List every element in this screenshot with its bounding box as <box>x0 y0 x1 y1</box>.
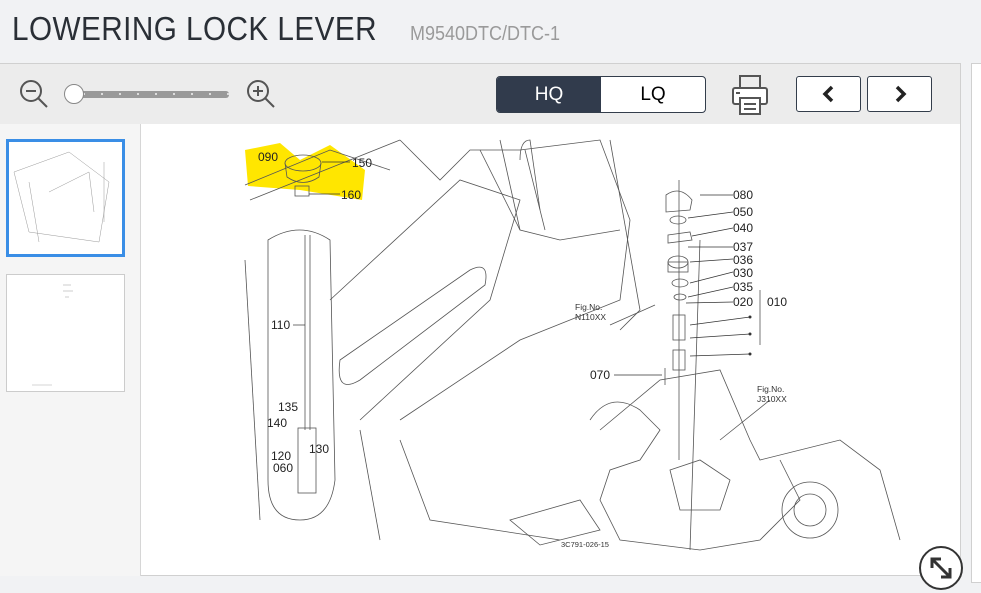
part-label-020[interactable]: 020 <box>733 295 753 309</box>
parts-diagram[interactable]: 090 150 160 110 135 140 130 120 060 070 … <box>141 124 961 576</box>
part-label-150[interactable]: 150 <box>352 156 372 170</box>
lq-button[interactable]: LQ <box>640 83 666 105</box>
fig-ref-label-1: Fig.No. <box>575 302 602 312</box>
part-label-140[interactable]: 140 <box>267 416 287 430</box>
chevron-right-icon <box>895 85 906 103</box>
part-label-037[interactable]: 037 <box>733 240 753 254</box>
right-panel <box>971 63 981 583</box>
hq-button[interactable]: HQ <box>497 77 601 112</box>
zoom-out-icon[interactable] <box>18 78 50 110</box>
part-label-090[interactable]: 090 <box>258 150 278 164</box>
part-label-070[interactable]: 070 <box>590 368 610 382</box>
quality-toggle: HQ LQ <box>496 76 706 113</box>
part-label-050[interactable]: 050 <box>733 205 753 219</box>
part-label-030[interactable]: 030 <box>733 266 753 280</box>
part-label-010[interactable]: 010 <box>767 295 787 309</box>
part-label-040[interactable]: 040 <box>733 221 753 235</box>
viewer-toolbar: HQ LQ <box>0 63 961 124</box>
part-label-080[interactable]: 080 <box>733 188 753 202</box>
part-label-160[interactable]: 160 <box>341 188 361 202</box>
page-title: LOWERING LOCK LEVER <box>12 10 378 47</box>
part-label-130[interactable]: 130 <box>309 442 329 456</box>
diagram-viewer[interactable]: 090 150 160 110 135 140 130 120 060 070 … <box>141 124 961 576</box>
page-header: LOWERING LOCK LEVER M9540DTC/DTC-1 <box>12 10 560 48</box>
zoom-slider-handle[interactable] <box>64 84 84 104</box>
fig-ref-label-2: Fig.No. <box>757 384 784 394</box>
thumbnail-page-1[interactable] <box>6 139 125 257</box>
fig-ref-number-1[interactable]: N110XX <box>575 312 606 322</box>
expand-arrows-icon <box>930 557 952 579</box>
prev-page-button[interactable] <box>796 76 861 112</box>
fig-ref-number-2[interactable]: J310XX <box>757 394 787 404</box>
chevron-left-icon <box>822 85 833 103</box>
zoom-slider[interactable] <box>64 84 229 104</box>
printer-icon[interactable] <box>730 74 770 116</box>
part-label-036[interactable]: 036 <box>733 253 753 267</box>
part-label-135[interactable]: 135 <box>278 400 298 414</box>
model-name: M9540DTC/DTC-1 <box>410 23 561 45</box>
part-label-120[interactable]: 120 <box>271 449 291 463</box>
part-label-060[interactable]: 060 <box>273 461 293 475</box>
highlight-area <box>245 143 365 200</box>
next-page-button[interactable] <box>867 76 932 112</box>
thumbnail-page-2[interactable] <box>6 274 125 392</box>
zoom-in-icon[interactable] <box>245 78 277 110</box>
thumbnail-sidebar <box>0 124 141 576</box>
part-label-110[interactable]: 110 <box>271 318 290 332</box>
fullscreen-button[interactable] <box>919 546 963 590</box>
drawing-number: 3C791-026-15 <box>561 540 609 549</box>
part-label-035[interactable]: 035 <box>733 280 753 294</box>
